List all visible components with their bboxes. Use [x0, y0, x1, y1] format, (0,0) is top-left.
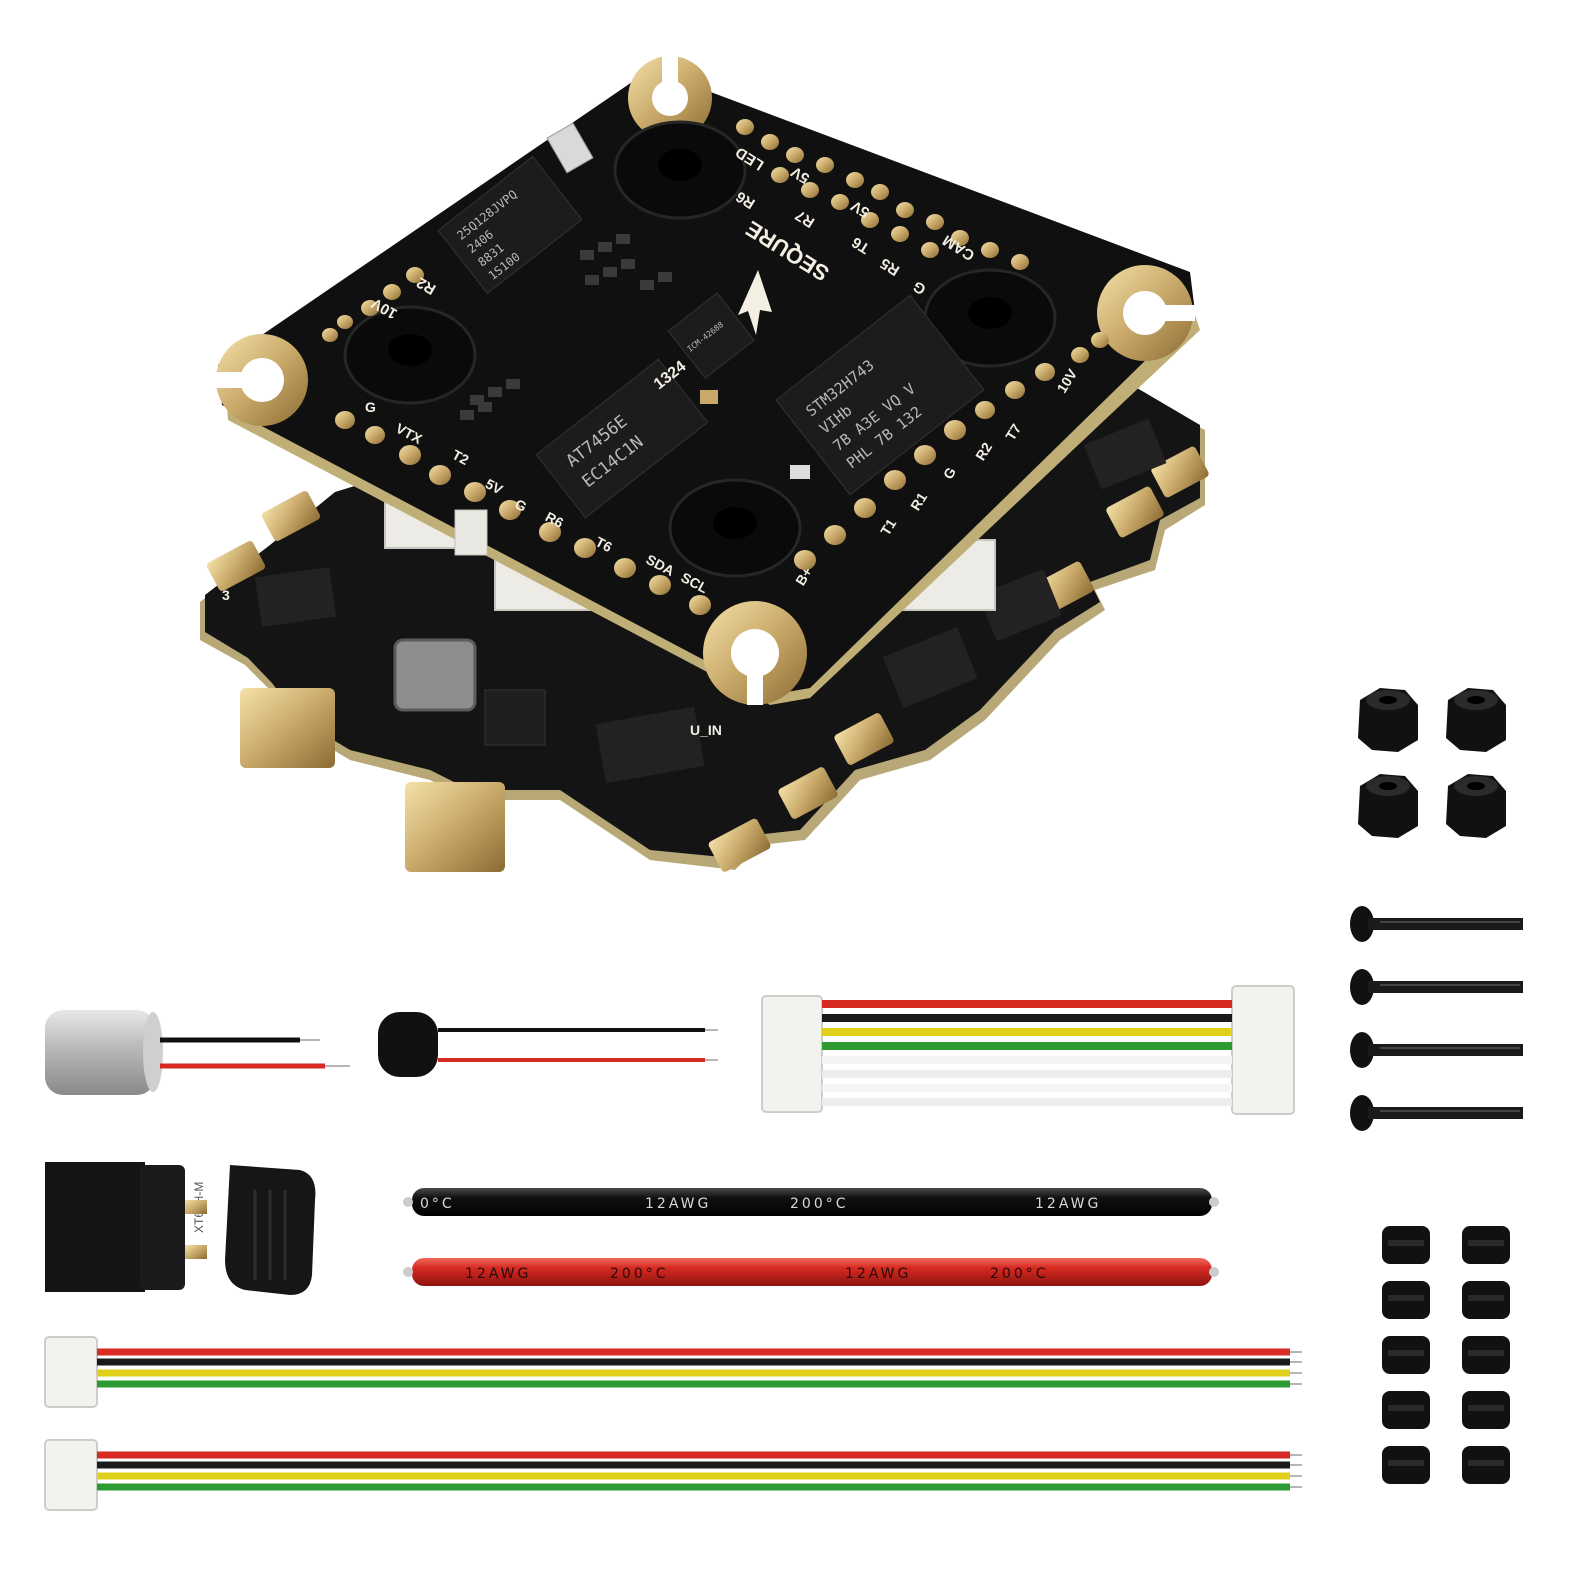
mosfet [254, 566, 337, 627]
eight-pin-cable [761, 985, 1295, 1115]
fc-connector [454, 509, 488, 556]
mosfet [1083, 418, 1167, 490]
label-t2: T2 [450, 446, 472, 468]
grommet [613, 120, 747, 220]
damper [1462, 1446, 1510, 1484]
red-wire-print-2: 200°C [610, 1266, 669, 1282]
motor-pad [778, 767, 838, 819]
direction-arrow [738, 270, 772, 335]
motor-pad [708, 818, 771, 872]
boot-button [546, 122, 594, 174]
black-power-wire: 0°C 12AWG 200°C 12AWG [403, 1188, 1219, 1216]
screw [1350, 969, 1523, 1005]
osd-chip: AT7456E EC14C1N [535, 358, 709, 519]
label-t6-top: T6 [849, 233, 873, 257]
mcu-chip: STM32H743 VIHb 7B A3E VQ V PHL 7B 132 [775, 294, 985, 496]
mosfet [978, 568, 1062, 642]
screw [1350, 1032, 1523, 1068]
damper [1462, 1226, 1510, 1264]
screw [1350, 906, 1523, 942]
motor-pad [1106, 486, 1164, 538]
battery-pad-negative [405, 782, 505, 872]
mount-hole-left [216, 334, 308, 426]
screw [1350, 1095, 1523, 1131]
motor-pad [261, 491, 321, 541]
label-g-left: G [365, 399, 376, 415]
esc-mcu [484, 689, 546, 746]
label-t6-bottom: T6 [593, 533, 615, 555]
xt60-connector: XT60H-M [45, 1162, 316, 1295]
screws [1350, 906, 1523, 1131]
nut [1446, 774, 1506, 838]
mount-hole-bottom [703, 601, 807, 705]
black-wire-print-1: 0°C [420, 1196, 455, 1212]
motor-pad [834, 713, 894, 765]
nut [1446, 688, 1506, 752]
black-wire-print-4: 12AWG [1035, 1196, 1101, 1212]
label-t7: T7 [1002, 421, 1024, 444]
red-power-wire: 12AWG 200°C 12AWG 200°C [403, 1258, 1219, 1286]
damper [1382, 1391, 1430, 1429]
xt60-cap [225, 1165, 316, 1295]
esc-label-u: U_IN [690, 722, 722, 738]
label-r6-bottom: R6 [543, 508, 567, 531]
mount-hole-top [628, 56, 712, 140]
mosfet [595, 706, 705, 784]
rubber-dampers [1382, 1226, 1510, 1484]
damper [1382, 1336, 1430, 1374]
red-wire-print-1: 12AWG [465, 1266, 531, 1282]
red-wire-print-3: 12AWG [845, 1266, 911, 1282]
buzzer [378, 1012, 718, 1077]
black-wire-print-2: 12AWG [645, 1196, 711, 1212]
grommet [343, 305, 477, 405]
flash-chip: 25Q128JVPQ 2406 8831 1S100 [437, 155, 583, 295]
mount-hole-right [1097, 265, 1195, 361]
mosfet [882, 626, 978, 708]
motor-pad [1151, 446, 1209, 498]
passive-components [460, 234, 810, 479]
nut [1358, 688, 1418, 752]
grommet [668, 478, 802, 578]
damper [1382, 1226, 1430, 1264]
label-t1: T1 [877, 516, 899, 539]
battery-pad-positive [240, 688, 335, 768]
solder-pads [322, 119, 1109, 615]
inductor [393, 638, 477, 712]
damper [1462, 1391, 1510, 1429]
label-5v-bottom: 5V [483, 475, 506, 497]
capacitor [45, 1010, 350, 1095]
lock-nuts [1358, 688, 1506, 838]
red-wire-print-4: 200°C [990, 1266, 1049, 1282]
black-wire-print-3: 200°C [790, 1196, 849, 1212]
damper [1462, 1336, 1510, 1374]
motor-pad [206, 541, 266, 591]
nut [1358, 774, 1418, 838]
damper [1462, 1281, 1510, 1319]
four-pin-cable-2 [44, 1439, 1302, 1511]
gyro-chip: ICM-42688 [667, 292, 755, 380]
esc-motor-label: 3 [222, 587, 230, 603]
damper [1382, 1446, 1430, 1484]
four-pin-cable-1 [44, 1336, 1302, 1408]
flight-controller-board: STM32H743 VIHb 7B A3E VQ V PHL 7B 132 AT… [216, 56, 1200, 705]
damper [1382, 1281, 1430, 1319]
